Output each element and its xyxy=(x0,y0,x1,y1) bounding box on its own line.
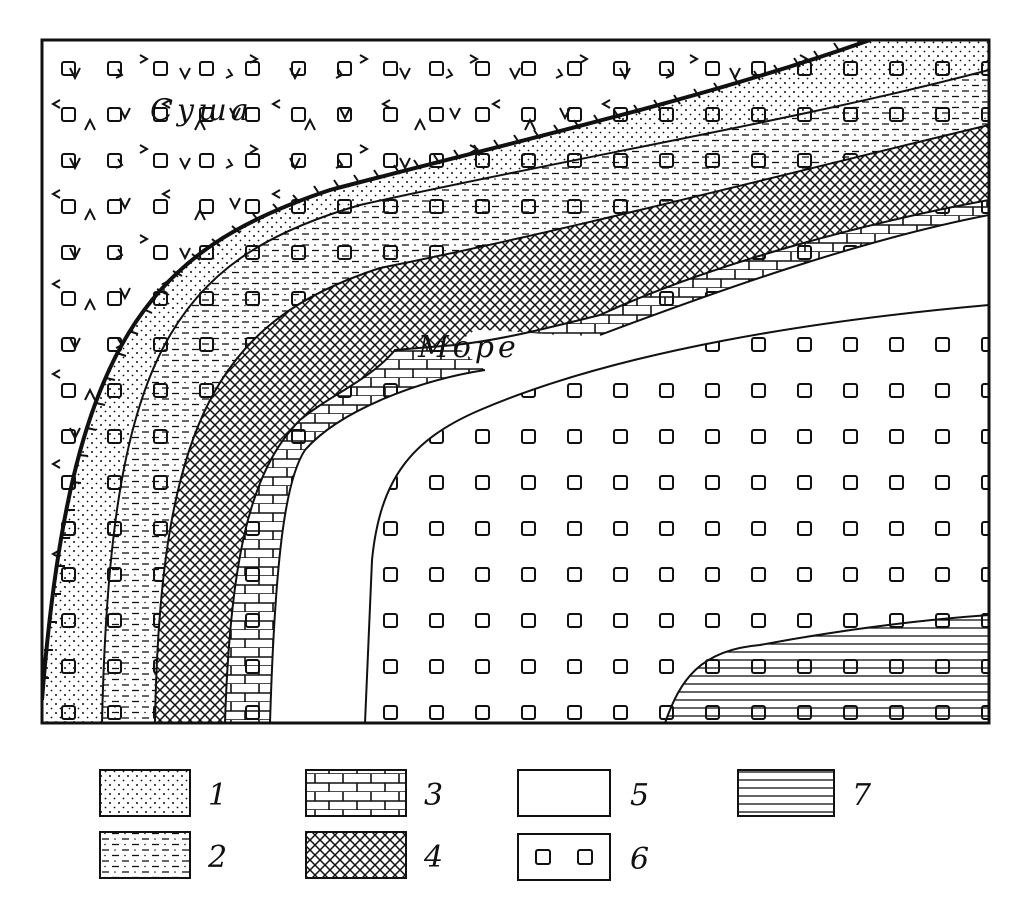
boundary-2-4 xyxy=(154,124,989,723)
map-area xyxy=(42,40,989,723)
legend-item-1: 1 xyxy=(99,769,227,817)
legend-item-3: 3 xyxy=(305,769,443,817)
legend-number-3: 3 xyxy=(424,778,443,813)
boundary-4-3 xyxy=(224,199,989,723)
map-frame xyxy=(40,38,991,725)
land-label: Суша xyxy=(150,93,253,128)
boundary-6-7 xyxy=(664,614,989,723)
legend-number-1: 1 xyxy=(208,778,227,813)
boundary-3-5 xyxy=(269,214,989,723)
legend-number-5: 5 xyxy=(630,778,649,813)
zone-7-horizontal-lines xyxy=(665,615,989,723)
legend-number-4: 4 xyxy=(423,840,443,875)
legend-item-6: 6 xyxy=(517,833,649,881)
zone-2-silt xyxy=(102,70,989,723)
boundary-1-2 xyxy=(101,69,989,723)
legend-item-2: 2 xyxy=(99,831,227,879)
legend-number-2: 2 xyxy=(207,840,227,875)
zone-5-blank xyxy=(270,215,989,723)
sea-label: Море xyxy=(417,330,520,365)
legend-item-4: 4 xyxy=(305,831,443,879)
legend-number-7: 7 xyxy=(852,778,872,813)
boundary-5-6 xyxy=(364,304,989,723)
shoreline-hachures xyxy=(42,40,861,679)
legend: 1 2 3 4 5 6 7 xyxy=(99,769,872,881)
zone-land xyxy=(42,40,870,700)
legend-item-7: 7 xyxy=(737,769,872,817)
legend-item-5: 5 xyxy=(517,769,649,817)
legend-number-6: 6 xyxy=(630,842,649,877)
